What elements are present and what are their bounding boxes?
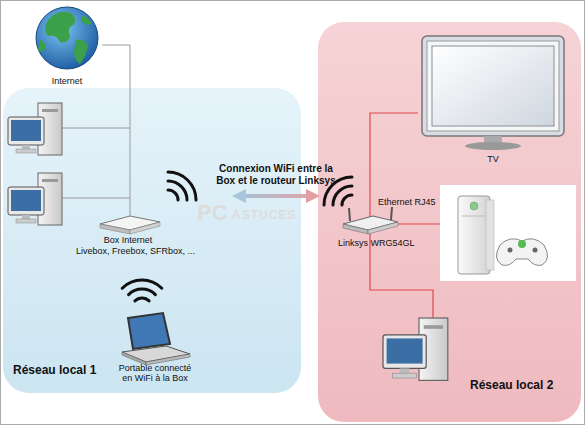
globe-icon bbox=[74, 40, 88, 64]
globe-icon bbox=[36, 7, 98, 69]
globe-icon bbox=[38, 12, 92, 64]
internet-box: Box InternetLivebox, Freebox, SFRbox, ..… bbox=[72, 160, 232, 260]
globe-icon bbox=[38, 40, 46, 52]
globe-icon bbox=[45, 12, 75, 43]
node-label: Livebox, Freebox, SFRbox, ... bbox=[76, 246, 195, 256]
globe-icon bbox=[36, 7, 98, 69]
zone-label: Réseau local 1 bbox=[13, 364, 96, 378]
zone-label: Réseau local 2 bbox=[470, 379, 553, 393]
laptop-node: Portable connecté en WiFi à la Box bbox=[115, 285, 197, 385]
globe-icon bbox=[82, 16, 92, 25]
router-node: Linksys WRG54GL bbox=[320, 160, 430, 255]
tv-node: TV bbox=[418, 30, 568, 165]
node-label: Box Internet bbox=[72, 235, 184, 245]
node-label: Portable connecté en WiFi à la Box bbox=[115, 363, 195, 384]
internet-node: Internet bbox=[32, 5, 102, 90]
node-label: Internet bbox=[32, 76, 102, 86]
node-label: TV bbox=[418, 154, 568, 164]
network-zone: Réseau local 1 Box InternetLivebox, Freeb… bbox=[3, 88, 301, 393]
network-zone: Réseau local 2 TV Linksys WRG54GL bbox=[318, 22, 581, 422]
node-label: Linksys WRG54GL bbox=[338, 238, 415, 248]
